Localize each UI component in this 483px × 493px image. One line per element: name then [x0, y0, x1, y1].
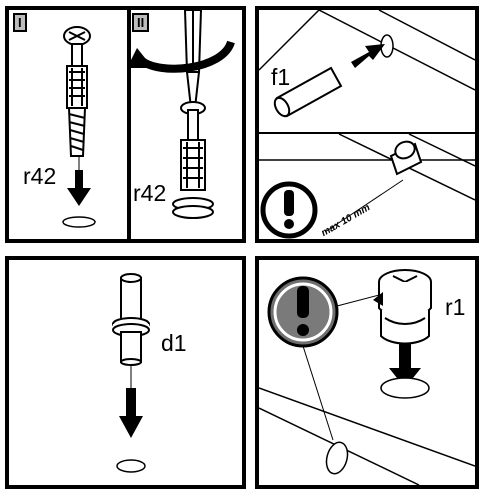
- panel-cam-r1: r1: [255, 256, 479, 489]
- panel-steps-i-ii: I II: [5, 6, 246, 243]
- insert-arrow-icon: [351, 44, 385, 68]
- cam-lock-r1-illustration: [378, 269, 432, 345]
- cam-part-label: r1: [445, 294, 466, 320]
- panel-pin-d1: d1: [5, 256, 246, 489]
- step-ii-badge: II: [132, 13, 150, 32]
- pin-illustration: [112, 273, 150, 473]
- dowel-installed-illustration: [389, 140, 423, 176]
- r42-bolt-installed-illustration: [172, 101, 214, 219]
- dowel-illustration: [259, 10, 475, 239]
- panel-dowel-f1: f1 max 10 mm: [255, 6, 479, 243]
- measure-line: [324, 179, 404, 233]
- step-i-badge: I: [13, 13, 27, 32]
- steps-illustration: [62, 10, 235, 228]
- r42-bolt-illustration: [63, 26, 91, 157]
- rotate-arrow-icon: [127, 40, 235, 73]
- pin-d1-illustration: [112, 273, 150, 366]
- step-ii-part-label: r42: [133, 180, 167, 206]
- step-i-part-label: r42: [23, 163, 57, 189]
- step-divider: [127, 10, 131, 239]
- insert-arrow-icon: [119, 388, 143, 438]
- dowel-panel-divider: [259, 132, 475, 134]
- dowel-part-label: f1: [271, 64, 291, 90]
- pin-part-label: d1: [161, 330, 187, 356]
- cam-illustration: [259, 269, 475, 485]
- insert-arrow-icon: [62, 156, 96, 228]
- warning-exclamation-icon: [260, 181, 318, 239]
- screwdriver-icon: [183, 10, 203, 109]
- dowel-f1-illustration: [273, 66, 343, 118]
- warning-exclamation-icon: [267, 276, 339, 348]
- insert-arrow-icon: [389, 344, 421, 388]
